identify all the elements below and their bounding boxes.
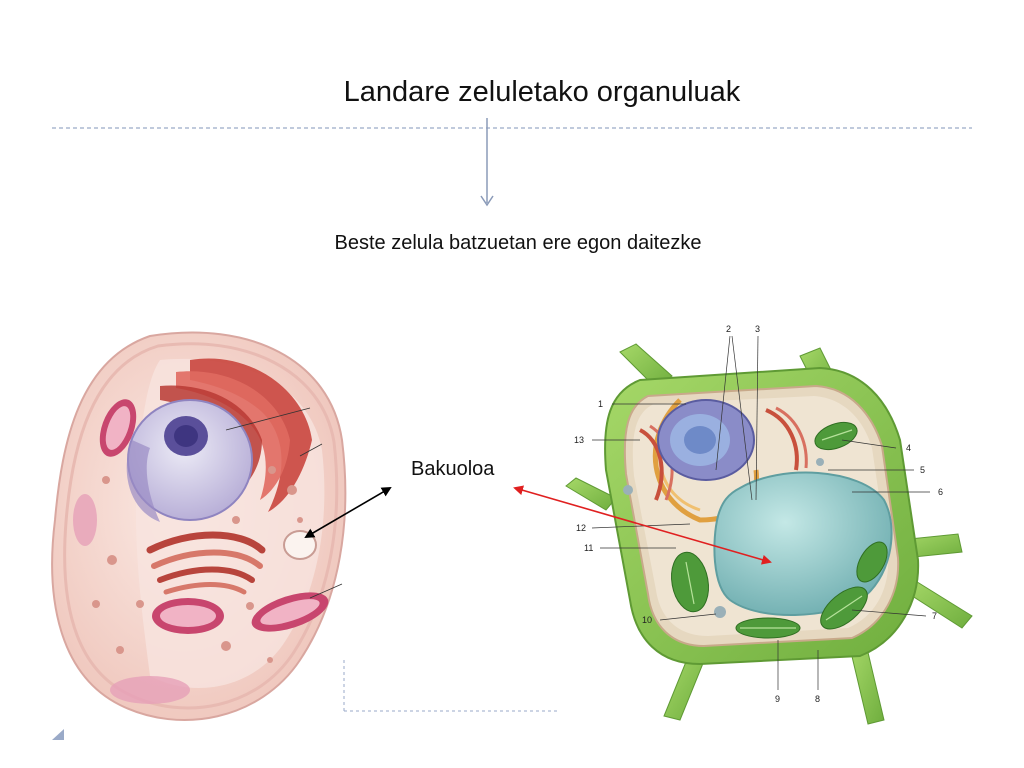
plant-cell-diagram: 1 2 3 4 5 6 7 8 9 10 11 12 13	[565, 324, 973, 725]
plant-label-11: 11	[584, 543, 593, 553]
corner-triangle-icon	[52, 729, 64, 740]
animal-cell-diagram	[51, 331, 347, 721]
plant-label-1: 1	[598, 399, 603, 409]
vacuole-label: Bakuoloa	[411, 458, 495, 480]
plant-label-12: 12	[576, 523, 586, 533]
down-arrow-head	[480, 195, 494, 207]
slide-title: Landare zeluletako organuluak	[343, 76, 741, 108]
plant-label-2: 2	[726, 324, 731, 334]
plant-vacuole-arrow	[513, 485, 772, 565]
plant-label-9: 9	[775, 694, 780, 704]
slide-subtitle: Beste zelula batzuetan ere egon daitezke	[334, 232, 702, 254]
plant-label-4: 4	[906, 443, 911, 453]
plant-label-13: 13	[574, 435, 584, 445]
plant-label-10: 10	[642, 615, 652, 625]
plant-label-6: 6	[938, 487, 943, 497]
plant-label-5: 5	[920, 465, 925, 475]
plant-label-8: 8	[815, 694, 820, 704]
plant-label-7: 7	[932, 611, 937, 621]
plant-label-3: 3	[755, 324, 760, 334]
animal-vacuole-arrow	[304, 486, 392, 539]
